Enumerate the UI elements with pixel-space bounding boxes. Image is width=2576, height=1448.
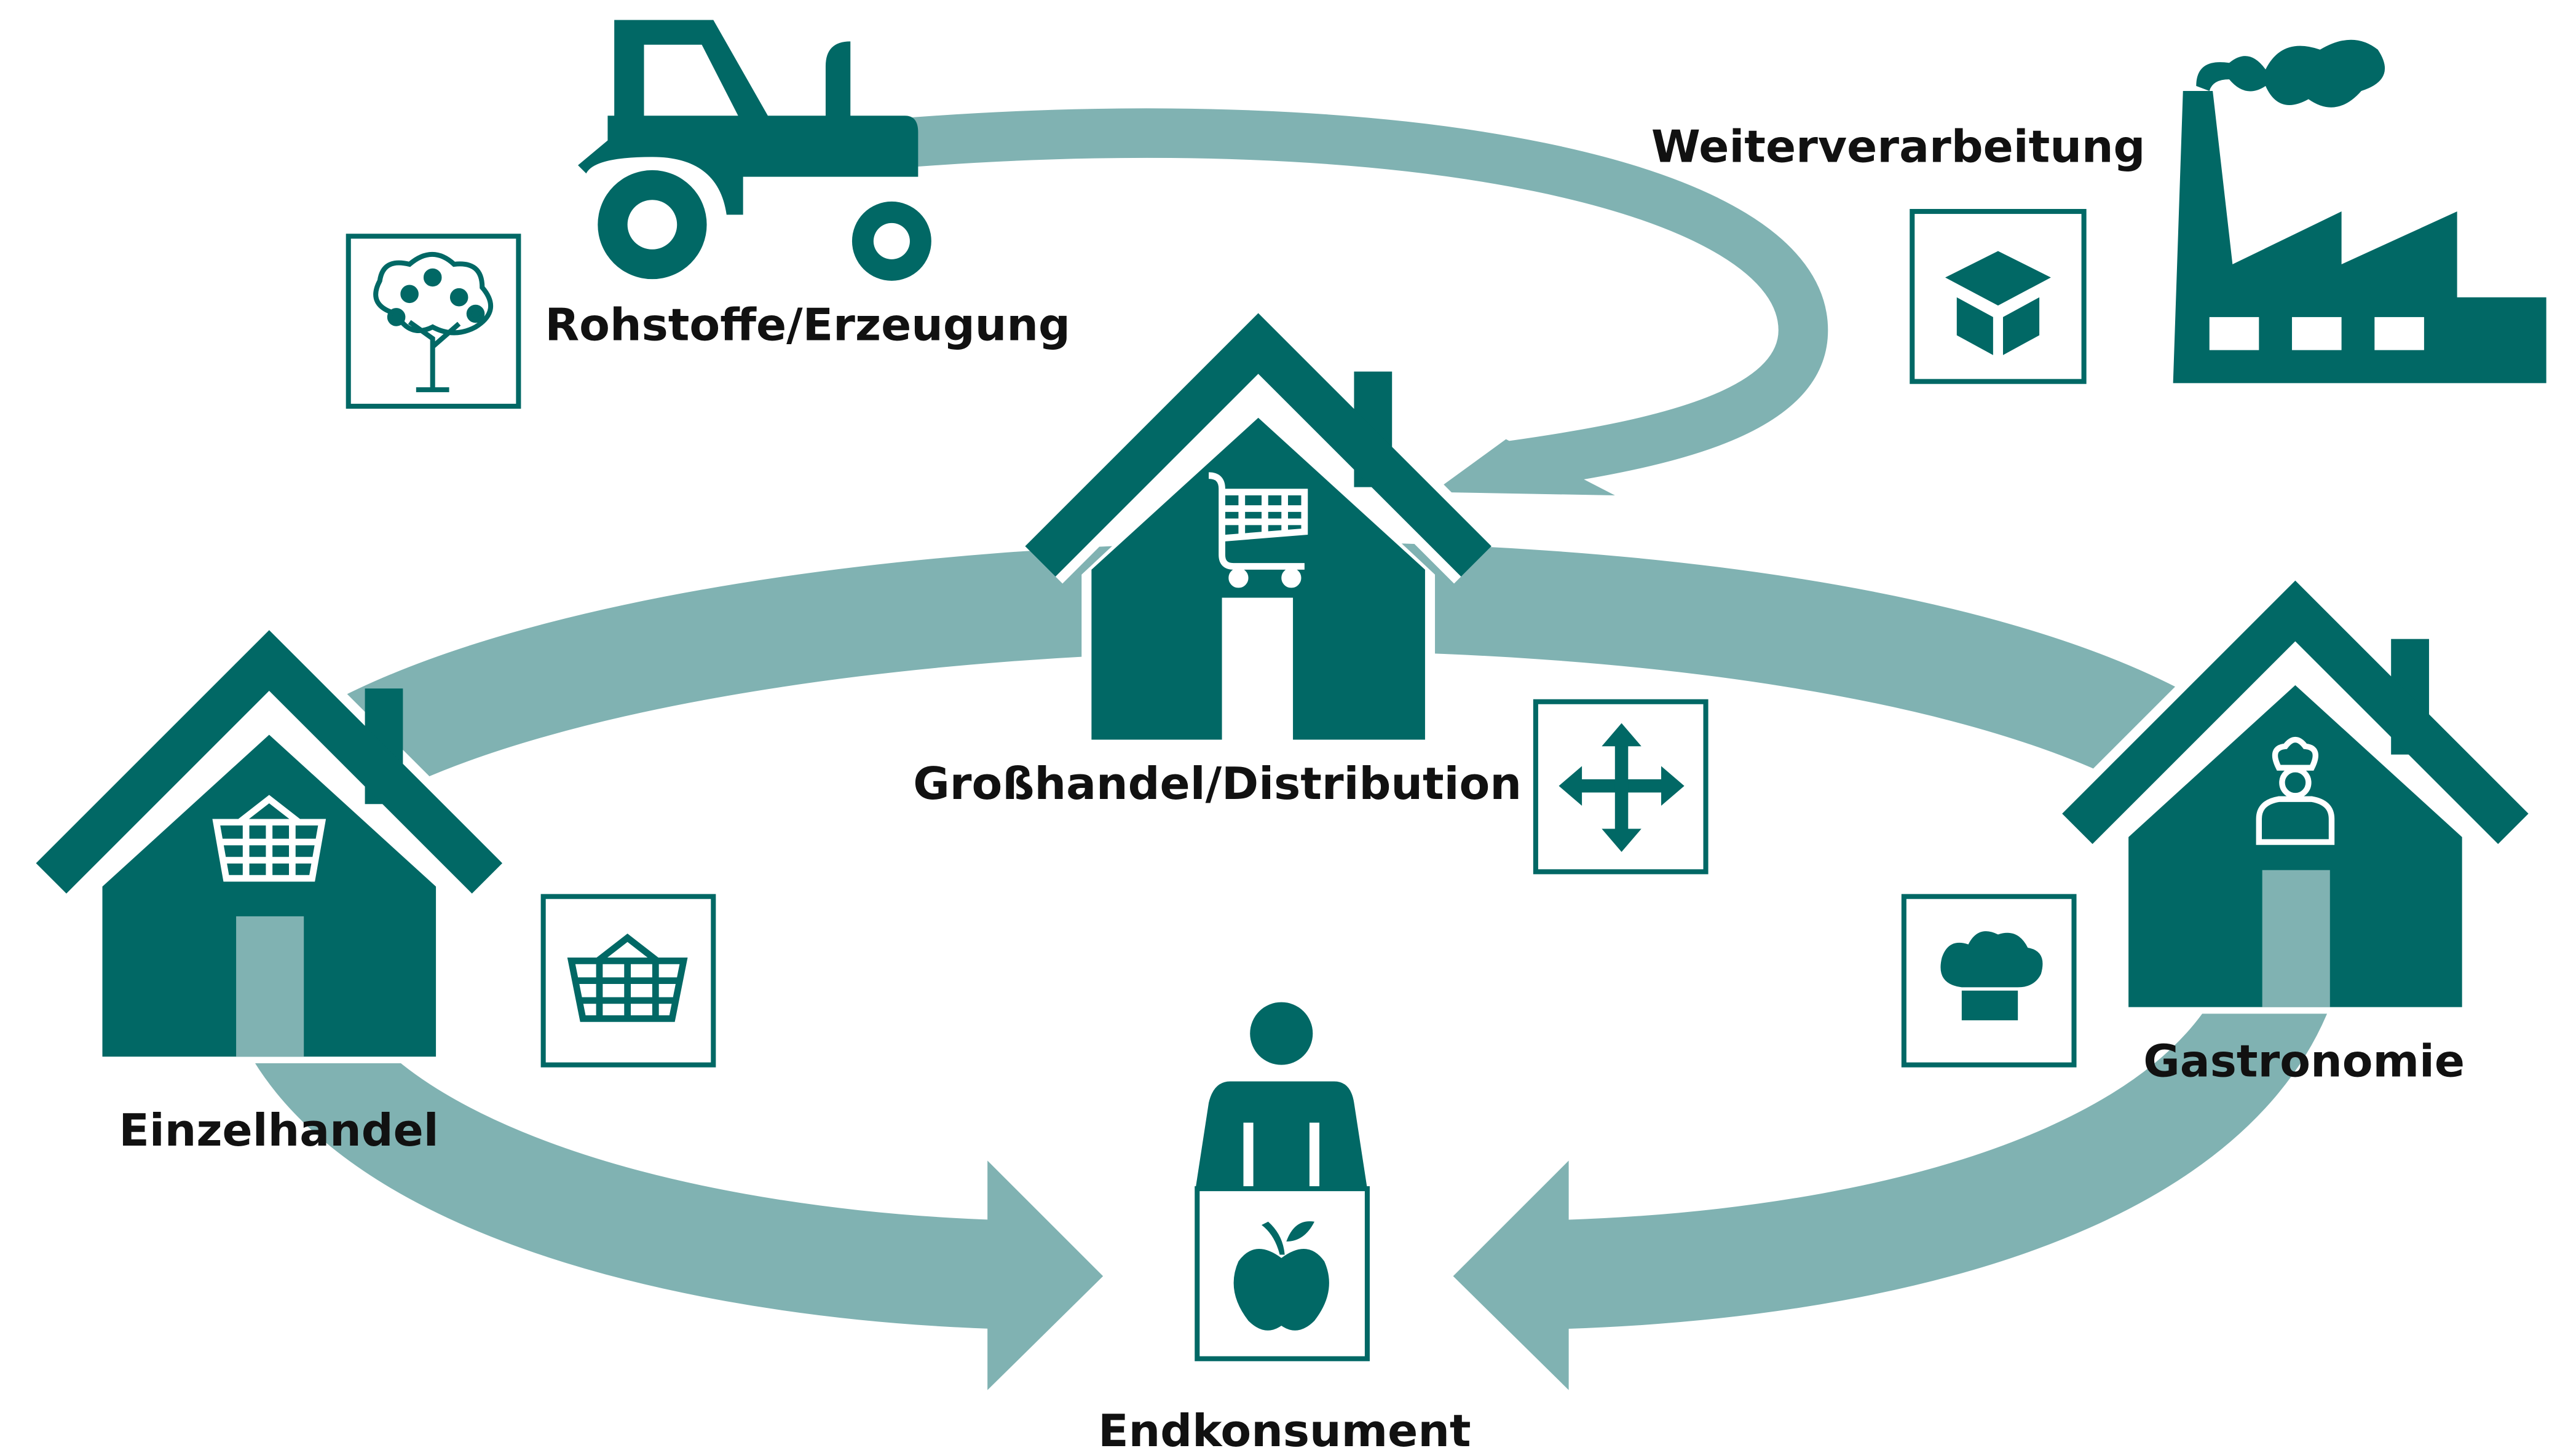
label-consumer: Endkonsument [1098, 1406, 1471, 1448]
label-wholesale: Großhandel/Distribution [913, 758, 1522, 810]
apple-tree-icon [373, 251, 494, 393]
person-icon [1195, 1002, 1367, 1189]
move-arrows-icon [1559, 723, 1685, 852]
shopping-basket-icon [567, 934, 688, 1022]
arrowhead-consumer-right [1453, 1160, 1569, 1390]
label-retail: Einzelhandel [119, 1105, 438, 1157]
label-raw-materials: Rohstoffe/Erzeugung [545, 300, 1070, 352]
label-gastronomy: Gastronomie [2143, 1036, 2465, 1087]
shopping-cart-icon [1208, 472, 1308, 588]
arrow-processing-to-wholesale [890, 108, 1828, 490]
apple-tree-icon-frame [346, 234, 521, 409]
apple-icon-frame [1195, 1186, 1370, 1361]
chef-hat-icon-frame [1901, 894, 2077, 1068]
gastronomy-house [2077, 611, 2513, 1013]
shopping-basket-icon [212, 795, 326, 882]
shopping-basket-icon-frame [540, 894, 716, 1068]
move-arrows-icon-frame [1533, 699, 1709, 875]
wholesale-house [1040, 344, 1476, 746]
arrowhead-wholesale [1433, 439, 1615, 496]
arrowhead-consumer-left [987, 1160, 1104, 1390]
chef-hat-icon [1940, 931, 2043, 1021]
tractor-icon [578, 20, 931, 281]
chef-icon [2256, 736, 2335, 845]
factory-icon [2173, 39, 2546, 384]
open-box-icon [1945, 251, 2051, 355]
apple-icon [1233, 1221, 1329, 1331]
retail-house [51, 661, 487, 1063]
open-box-icon-frame [1910, 209, 2087, 384]
label-processing: Weiterverarbeitung [1651, 121, 2146, 173]
